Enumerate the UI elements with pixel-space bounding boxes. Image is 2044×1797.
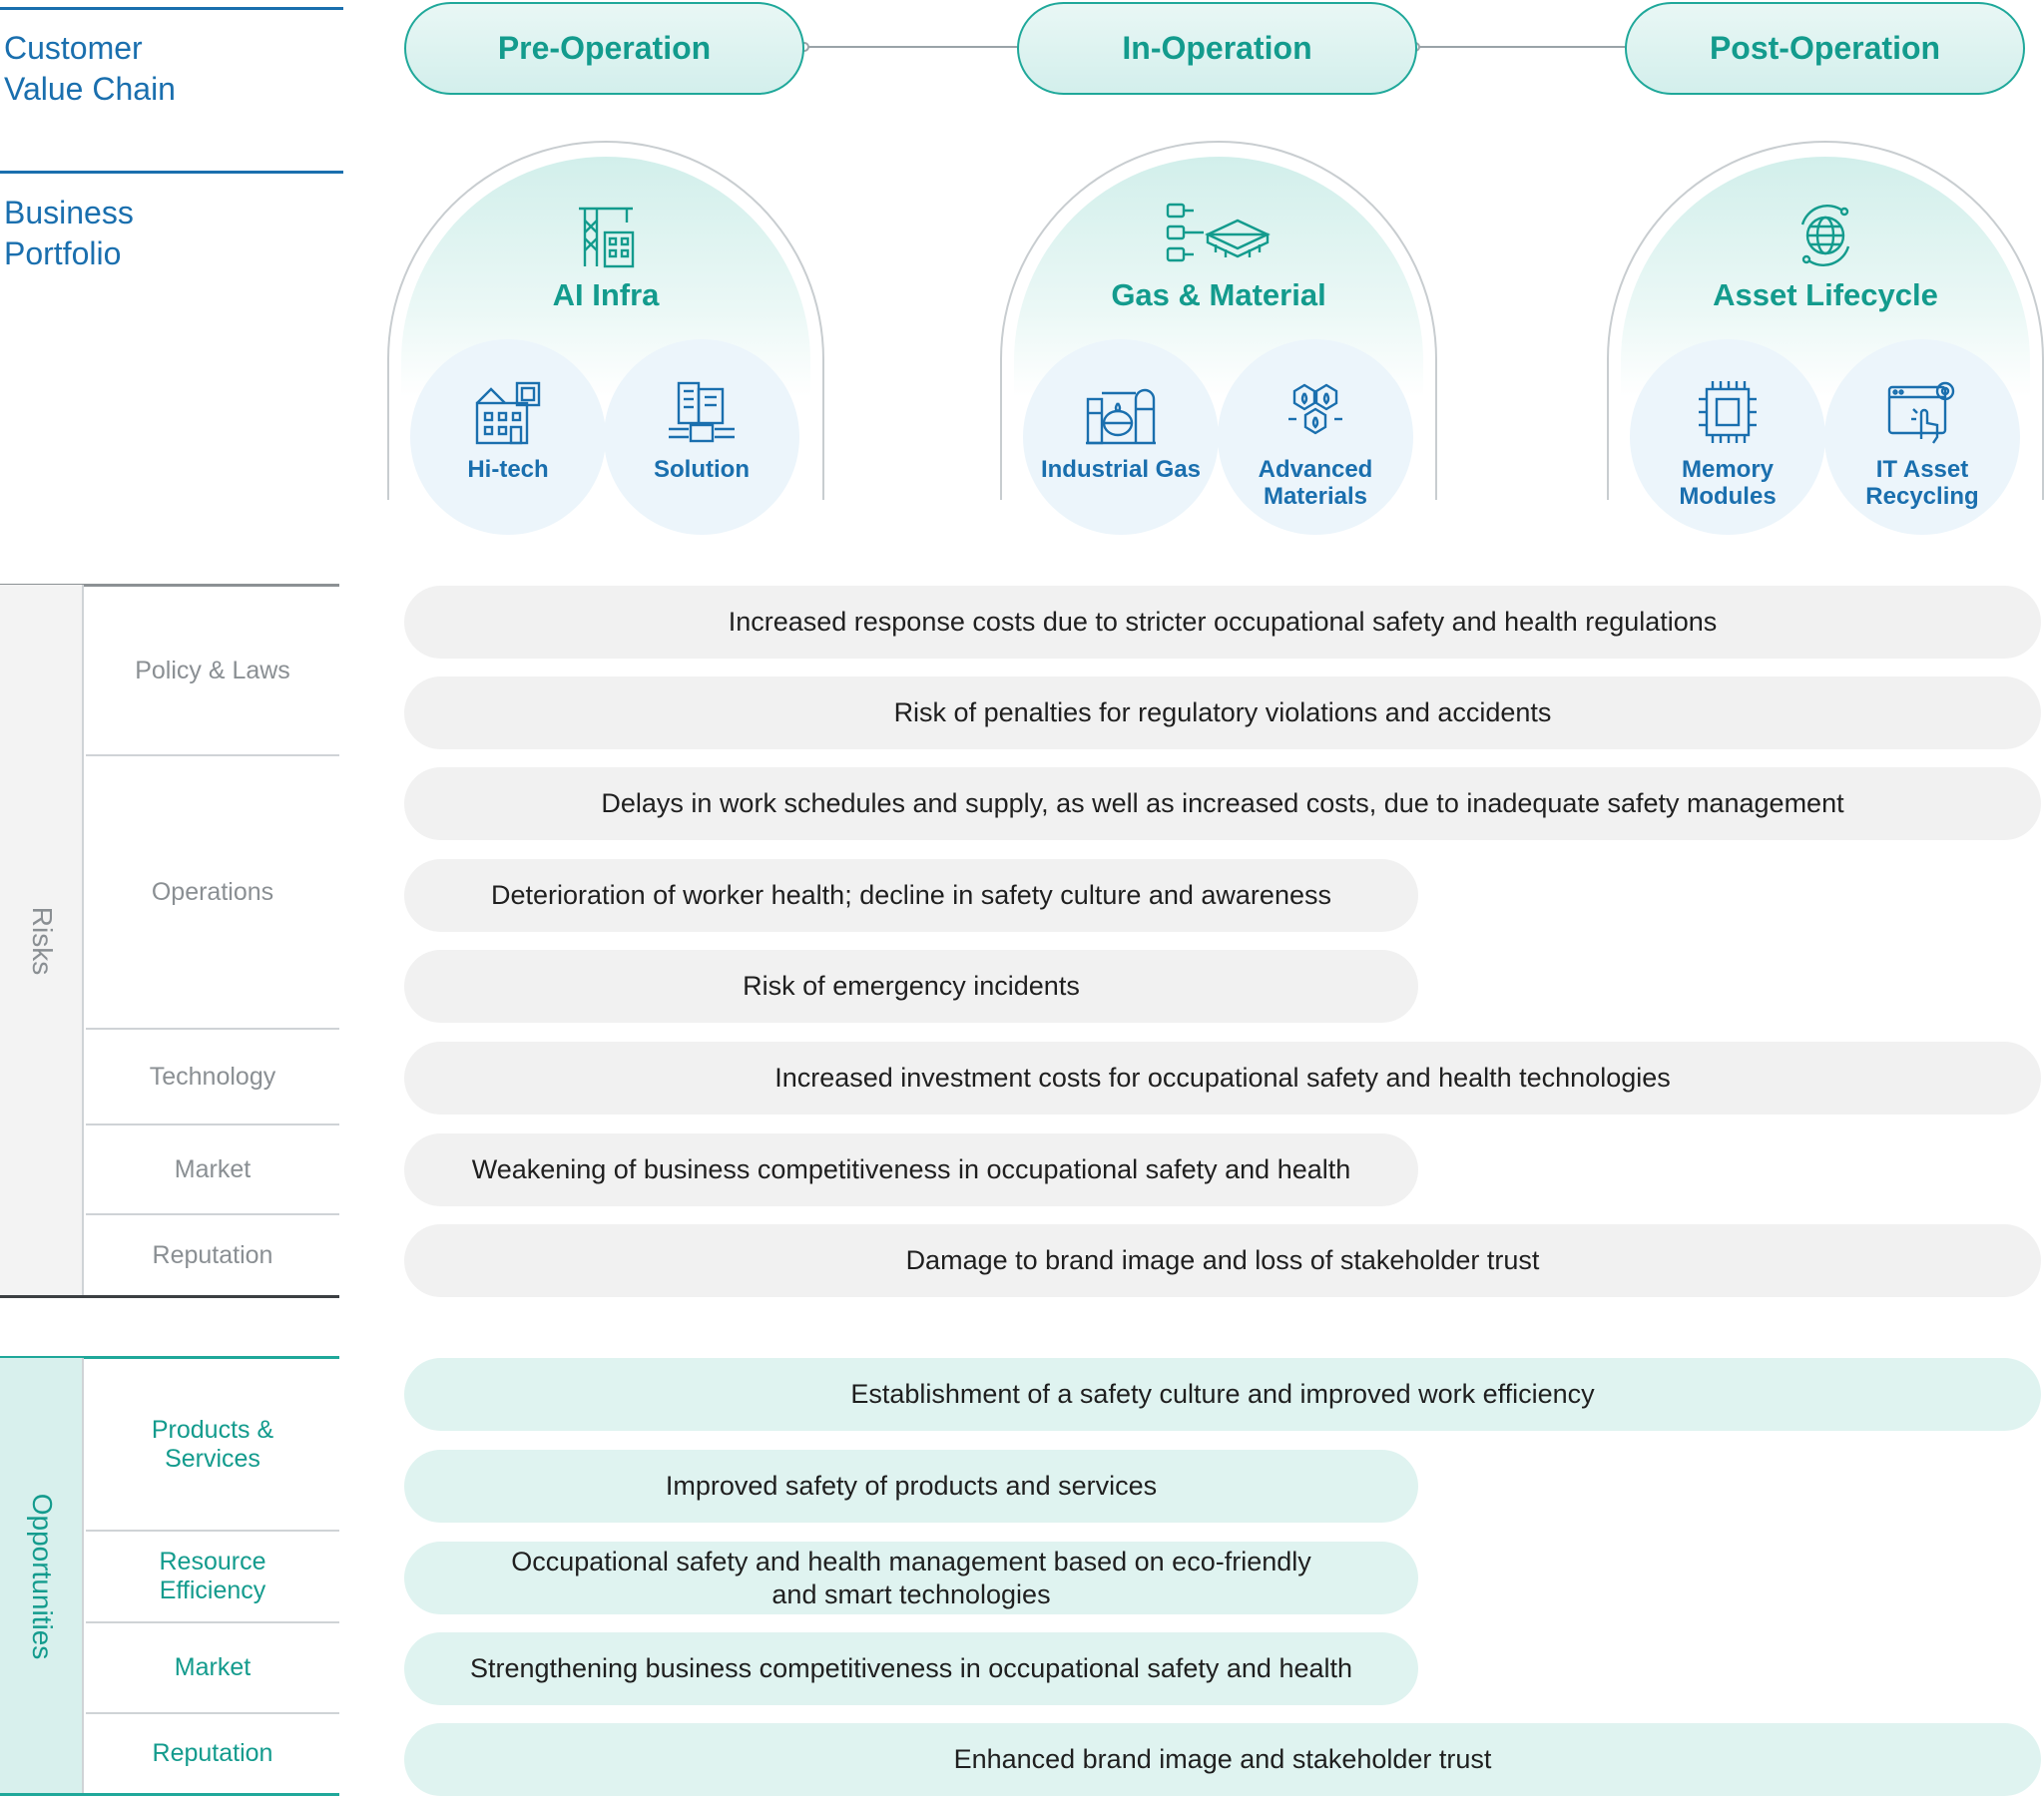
sub-business-hi-tech: Hi-tech [410,339,606,535]
risk-category-operations: Operations [151,877,274,906]
construction-crane-icon [571,201,641,270]
risk-item: Risk of penalties for regulatory violati… [404,676,2041,749]
stage-post-operation: Post-Operation [1625,2,2025,95]
portfolio-label: Business Portfolio [4,195,134,271]
sub-business-it-asset-recycling: IT Asset Recycling [1824,339,2020,535]
opportunity-category-market: Market [174,1653,252,1681]
risk-category-policy-laws: Policy & Laws [135,656,290,684]
sub-label-industrial-gas: Industrial Gas [1040,456,1202,483]
risk-category-market: Market [174,1154,252,1183]
sub-business-memory-modules: Memory Modules [1630,339,1825,535]
stage-connector [1415,46,1627,48]
opportunity-item: Enhanced brand image and stakeholder tru… [404,1723,2041,1796]
molecule-icon [1278,379,1352,445]
portfolio-title-gas-material: Gas & Material [1111,277,1326,312]
opportunity-item: Strengthening business competitiveness i… [404,1632,1418,1705]
opportunity-item: Establishment of a safety culture and im… [404,1358,2041,1431]
chip-material-icon [1164,201,1274,270]
risk-item: Increased investment costs for occupatio… [404,1042,2041,1115]
risks-top-rule [0,584,339,587]
risk-item: Weakening of business competitiveness in… [404,1133,1418,1206]
value-chain-label: Customer Value Chain [4,30,176,107]
sub-label-it-asset-recycling: IT Asset Recycling [1865,456,1979,510]
opportunity-category-divider [86,1621,339,1623]
risk-item: Increased response costs due to stricter… [404,586,2041,659]
opportunity-category-divider [86,1712,339,1714]
risk-category-technology: Technology [149,1062,276,1091]
gas-plant-icon [1084,379,1158,445]
sub-label-memory-modules: Memory Modules [1679,456,1777,510]
portfolio-title-ai-infra: AI Infra [552,277,660,312]
opportunities-side-panel [0,1358,84,1796]
stage-pre-operation: Pre-Operation [404,2,804,95]
it-recycling-icon [1885,379,1959,445]
opportunities-label: Opportunities [27,1493,58,1660]
ai-solution-icon [665,379,739,445]
opportunities-bottom-rule [0,1793,339,1796]
opportunities-top-rule [0,1356,339,1359]
risks-bottom-rule [0,1295,339,1298]
risk-category-divider [86,1123,339,1125]
risks-side-panel [0,585,84,1297]
sub-business-industrial-gas: Industrial Gas [1023,339,1219,535]
portfolio-rule [0,171,343,174]
portfolio-title-asset-lifecycle: Asset Lifecycle [1713,277,1938,312]
sub-label-solution: Solution [654,456,750,483]
globe-cycle-icon [1790,201,1860,270]
risk-category-divider [86,1028,339,1030]
opportunity-item: Occupational safety and health managemen… [404,1542,1418,1614]
risk-item: Damage to brand image and loss of stakeh… [404,1224,2041,1297]
opportunity-category-reputation: Reputation [152,1739,273,1767]
sub-business-solution: Solution [604,339,799,535]
risk-item: Delays in work schedules and supply, as … [404,767,2041,840]
risks-label: Risks [27,906,58,976]
risk-category-divider [86,754,339,756]
sub-business-advanced-materials: Advanced Materials [1218,339,1413,535]
value-chain-rule [0,7,343,10]
sub-label-advanced-materials: Advanced Materials [1258,456,1373,510]
opportunity-category-divider [86,1530,339,1532]
opportunity-item: Improved safety of products and services [404,1450,1418,1523]
hi-tech-building-icon [471,379,545,445]
risk-item: Deterioration of worker health; decline … [404,859,1418,932]
sub-label-hi-tech: Hi-tech [467,456,549,483]
risk-item: Risk of emergency incidents [404,950,1418,1023]
risk-category-reputation: Reputation [152,1240,273,1269]
stage-connector [804,46,1018,48]
opportunity-category-resource-efficiency: Resource Efficiency [159,1548,266,1604]
stage-in-operation: In-Operation [1017,2,1417,95]
opportunity-category-products-services: Products & Services [151,1415,274,1473]
risk-category-divider [86,1213,339,1215]
memory-chip-icon [1691,379,1765,445]
